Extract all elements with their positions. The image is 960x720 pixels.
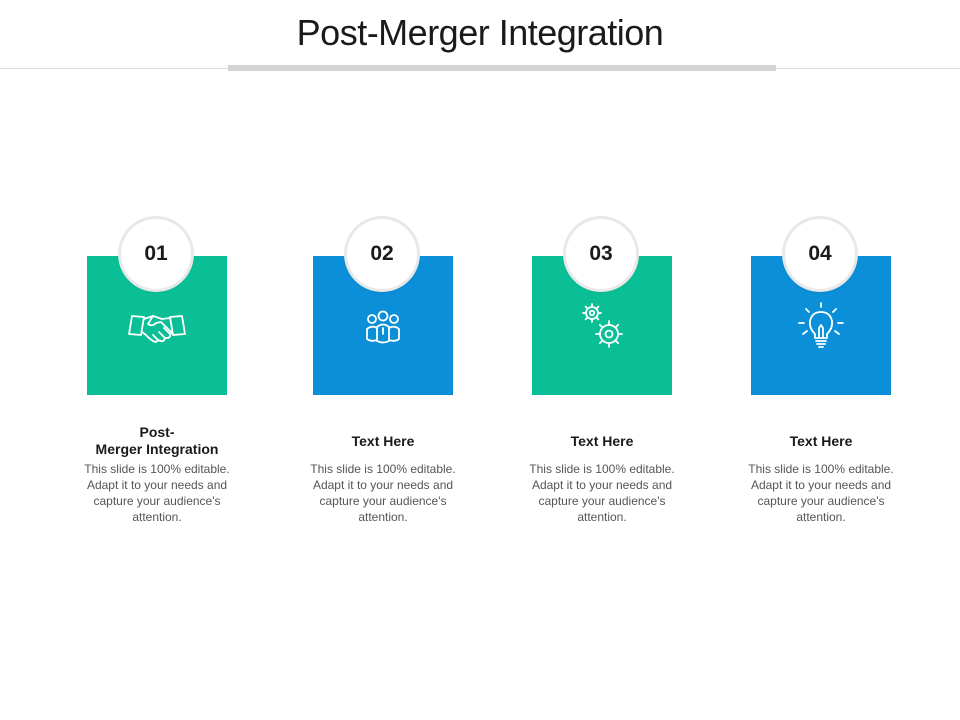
step-heading: Text Here (570, 433, 634, 449)
step-description: This slide is 100% editable. Adapt it to… (84, 462, 230, 524)
step-number-badge: 01 (121, 219, 191, 289)
step-card-02: 02 Text Here This slide is 100% editable… (293, 219, 473, 529)
step-description: This slide is 100% editable. Adapt it to… (529, 462, 675, 524)
step-card-01: 01 Post- Merger Integration This slide i… (67, 219, 247, 529)
step-card-03: 03 Text Here This slide is 100% editable… (512, 219, 692, 529)
step-number-badge: 02 (347, 219, 417, 289)
team-icon (348, 301, 418, 357)
step-heading-line: Merger Integration (95, 441, 219, 457)
slide-title: Post-Merger Integration (296, 12, 664, 53)
title-underline-bar (228, 65, 776, 71)
lightbulb-icon (786, 301, 856, 357)
step-heading-line: Post- (139, 424, 175, 440)
step-number-badge: 04 (785, 219, 855, 289)
step-heading: Text Here (351, 433, 415, 449)
step-heading: Post- Merger Integration (67, 424, 247, 458)
gears-icon (567, 301, 637, 357)
handshake-icon (122, 301, 192, 357)
step-card-04: 04 Text Here This slide is 100% editable… (731, 219, 911, 529)
step-number-badge: 03 (566, 219, 636, 289)
step-description: This slide is 100% editable. Adapt it to… (310, 462, 456, 524)
step-heading: Text Here (789, 433, 853, 449)
step-description: This slide is 100% editable. Adapt it to… (748, 462, 894, 524)
